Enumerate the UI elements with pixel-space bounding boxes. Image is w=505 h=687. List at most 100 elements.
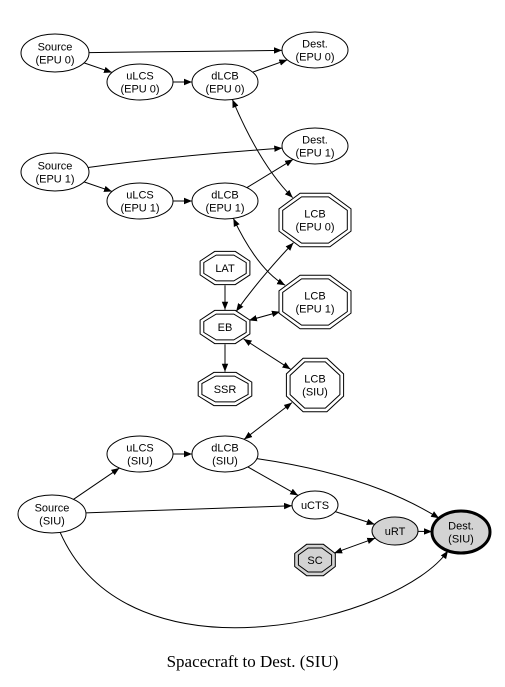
edge-src_siu-to-dest_siu — [59, 532, 449, 629]
node-shape — [20, 152, 90, 192]
node-label: Source — [38, 42, 73, 54]
node-shape — [191, 435, 259, 473]
node-label: LCB — [304, 209, 325, 221]
node-dlcb_epu1: dLCB(EPU 1) — [191, 182, 259, 220]
node-label: (SIU) — [212, 456, 238, 468]
node-shape — [106, 435, 174, 473]
node-shape — [281, 127, 349, 165]
node-label: dLCB — [211, 443, 239, 455]
node-shape — [106, 63, 174, 101]
edge-src_epu0-to-dest_epu0 — [88, 47, 283, 54]
node-label: uLCS — [126, 71, 154, 83]
edge-dlcb_epu0-to-dest_epu0 — [252, 59, 288, 73]
node-label: (EPU 0) — [35, 55, 74, 67]
edge-src_epu1-to-ulcs_epu1 — [83, 181, 113, 192]
flow-diagram: Source(EPU 0)uLCS(EPU 0)dLCB(EPU 0)Dest.… — [17, 31, 492, 629]
node-dlcb_epu0: dLCB(EPU 0) — [191, 63, 259, 101]
edge-eb-to-lcb_epu1 — [248, 310, 281, 322]
node-label: (EPU 0) — [205, 84, 244, 96]
node-lat: LAT — [199, 250, 251, 286]
edge-src_epu0-to-ulcs_epu0 — [83, 62, 113, 73]
node-dest_epu1: Dest.(EPU 1) — [281, 127, 349, 165]
node-src_epu1: Source(EPU 1) — [20, 152, 90, 192]
node-label: (EPU 1) — [35, 174, 74, 186]
node-shape — [371, 516, 419, 546]
node-label: uLCS — [126, 190, 154, 202]
edge-layer — [59, 47, 449, 629]
node-shape-inner — [282, 278, 348, 326]
node-label: SC — [307, 555, 322, 567]
node-label: EB — [218, 322, 233, 334]
edge-dlcb_epu1-to-dest_epu1 — [246, 159, 294, 188]
node-label: SSR — [214, 384, 237, 396]
node-label: (SIU) — [127, 456, 153, 468]
node-dlcb_siu: dLCB(SIU) — [191, 435, 259, 473]
node-label: uLCS — [126, 443, 154, 455]
node-shape-inner — [289, 361, 341, 409]
node-lcb_siu: LCB(SIU) — [285, 357, 345, 413]
edge-dlcb_siu-to-dest_siu — [256, 458, 440, 519]
node-shape-inner — [203, 254, 247, 282]
node-label: uRT — [385, 526, 406, 538]
node-src_epu0: Source(EPU 0) — [20, 33, 90, 73]
edge-ucts-to-urt — [335, 511, 375, 525]
node-src_siu: Source(SIU) — [17, 494, 87, 534]
node-layer: Source(EPU 0)uLCS(EPU 0)dLCB(EPU 0)Dest.… — [17, 31, 492, 577]
node-shape — [20, 33, 90, 73]
node-ulcs_siu: uLCS(SIU) — [106, 435, 174, 473]
node-dest_epu0: Dest.(EPU 0) — [281, 31, 349, 69]
edge-dlcb_siu-to-lcb_siu — [243, 402, 293, 440]
node-label: Dest. — [448, 521, 474, 533]
edge-dlcb_epu0-to-lcb_epu0 — [231, 99, 294, 199]
node-ucts: uCTS — [291, 490, 339, 520]
node-shape — [291, 490, 339, 520]
node-label: (EPU 0) — [295, 52, 334, 64]
node-shape — [281, 31, 349, 69]
node-label: Source — [38, 161, 73, 173]
node-label: dLCB — [211, 71, 239, 83]
node-shape — [17, 494, 87, 534]
edge-src_siu-to-ulcs_siu — [73, 467, 120, 500]
node-label: (EPU 1) — [120, 203, 159, 215]
node-label: (EPU 1) — [295, 148, 334, 160]
node-dest_siu: Dest.(SIU) — [430, 509, 492, 555]
node-lcb_epu1: LCB(EPU 1) — [278, 274, 352, 330]
node-label: Dest. — [302, 135, 328, 147]
node-label: uCTS — [301, 500, 329, 512]
node-ssr: SSR — [197, 371, 253, 407]
node-label: (EPU 0) — [295, 222, 334, 234]
node-ulcs_epu1: uLCS(EPU 1) — [106, 182, 174, 220]
node-label: (EPU 0) — [120, 84, 159, 96]
node-sc: SC — [294, 543, 336, 577]
node-shape-inner — [282, 196, 348, 244]
node-shape — [430, 509, 492, 555]
node-shape — [191, 182, 259, 220]
node-shape-inner — [201, 375, 249, 403]
edge-dlcb_siu-to-ucts — [247, 466, 299, 496]
node-label: LAT — [215, 263, 235, 275]
node-eb: EB — [199, 309, 251, 345]
node-label: (SIU) — [448, 534, 474, 546]
edge-sc-to-urt — [333, 537, 376, 554]
node-urt: uRT — [371, 516, 419, 546]
node-shape-inner — [203, 313, 247, 341]
node-shape — [106, 182, 174, 220]
edge-src_siu-to-ucts — [85, 502, 293, 514]
node-label: (SIU) — [39, 516, 65, 528]
node-label: Source — [35, 503, 70, 515]
node-label: (SIU) — [302, 387, 328, 399]
node-label: (EPU 1) — [295, 304, 334, 316]
edge-eb-to-lcb_epu0 — [235, 242, 294, 312]
diagram-caption: Spacecraft to Dest. (SIU) — [166, 652, 339, 671]
edge-src_epu1-to-dest_epu1 — [87, 145, 283, 169]
node-label: Dest. — [302, 39, 328, 51]
node-label: (EPU 1) — [205, 203, 244, 215]
node-label: dLCB — [211, 190, 239, 202]
node-lcb_epu0: LCB(EPU 0) — [278, 192, 352, 248]
node-shape-inner — [297, 547, 333, 573]
node-label: LCB — [304, 374, 325, 386]
node-shape — [191, 63, 259, 101]
node-ulcs_epu0: uLCS(EPU 0) — [106, 63, 174, 101]
node-label: LCB — [304, 291, 325, 303]
edge-eb-to-lcb_siu — [243, 338, 291, 370]
